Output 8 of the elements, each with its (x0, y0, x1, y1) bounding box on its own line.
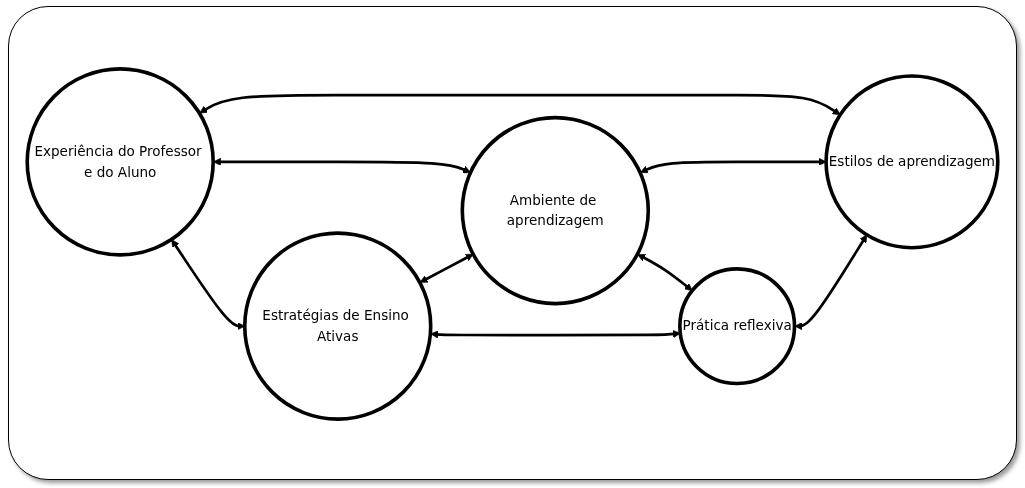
arrow (637, 254, 693, 291)
node-circle: Estratégias de Ensino Ativas (242, 231, 433, 421)
node-circle: Estilos de aprendizagem (824, 74, 1000, 250)
arrow (199, 93, 841, 116)
node-circle: Prática reflexiva (678, 267, 797, 386)
node-circle: Experiência do Professor e do Aluno (25, 67, 215, 257)
arrow (419, 253, 474, 283)
node-circle: Ambiente de aprendizagem (460, 115, 651, 306)
